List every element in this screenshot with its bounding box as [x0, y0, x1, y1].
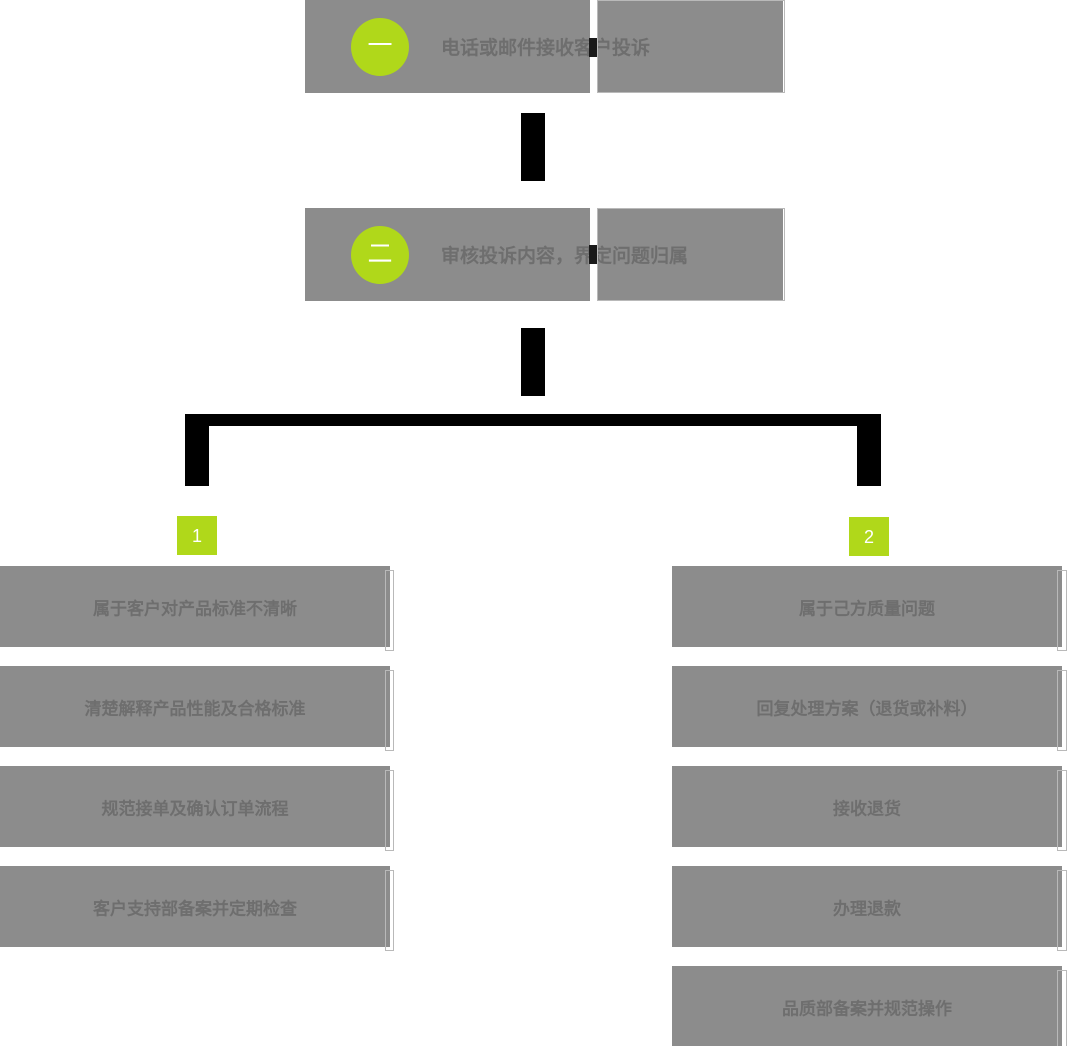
branch-1-card-3-label: 规范接单及确认订单流程	[101, 799, 289, 818]
branch-2-card-2-label: 回复处理方案（退货或补料）	[756, 699, 978, 718]
branch-2-card-4-label: 办理退款	[833, 899, 901, 918]
branch-1-card-2-label: 清楚解释产品性能及合格标准	[84, 699, 306, 718]
branch-badge-2: 2	[849, 517, 889, 556]
branch-2-card-4[interactable]: 办理退款	[672, 866, 1062, 947]
step-node-2[interactable]: 二 审核投诉内容，界定问题归属	[305, 208, 783, 301]
connector-split-horizontal	[185, 414, 881, 426]
branch-1-card-4-label: 客户支持部备案并定期检查	[93, 899, 297, 918]
branch-1-card-3[interactable]: 规范接单及确认订单流程	[0, 766, 390, 847]
branch-1-card-4[interactable]: 客户支持部备案并定期检查	[0, 866, 390, 947]
step-node-1[interactable]: 一 电话或邮件接收客户投诉	[305, 0, 783, 93]
branch-1-card-1-label: 属于客户对产品标准不清晰	[93, 599, 297, 618]
branch-1-card-1[interactable]: 属于客户对产品标准不清晰	[0, 566, 390, 647]
step-text-artifact-2	[589, 245, 598, 264]
branch-2-card-5-label: 品质部备案并规范操作	[782, 999, 952, 1018]
branch-2-card-1-label: 属于己方质量问题	[799, 599, 935, 618]
step-marker-1: 一	[351, 17, 409, 76]
branch-2-card-2[interactable]: 回复处理方案（退货或补料）	[672, 666, 1062, 747]
branch-1-card-2[interactable]: 清楚解释产品性能及合格标准	[0, 666, 390, 747]
branch-2-card-3[interactable]: 接收退货	[672, 766, 1062, 847]
connector-step1-step2	[521, 113, 545, 181]
step-label-1: 电话或邮件接收客户投诉	[441, 38, 651, 59]
step-text-artifact-1	[589, 38, 598, 57]
step-marker-2: 二	[351, 225, 409, 284]
branch-2-card-3-label: 接收退货	[833, 799, 901, 818]
branch-2-card-5[interactable]: 品质部备案并规范操作	[672, 966, 1062, 1046]
branch-2-card-1[interactable]: 属于己方质量问题	[672, 566, 1062, 647]
connector-step2-split-stem	[521, 328, 545, 396]
connector-split-right-drop	[857, 414, 881, 486]
connector-split-left-drop	[185, 414, 209, 486]
branch-badge-1: 1	[177, 516, 217, 555]
step-label-2: 审核投诉内容，界定问题归属	[441, 246, 689, 267]
